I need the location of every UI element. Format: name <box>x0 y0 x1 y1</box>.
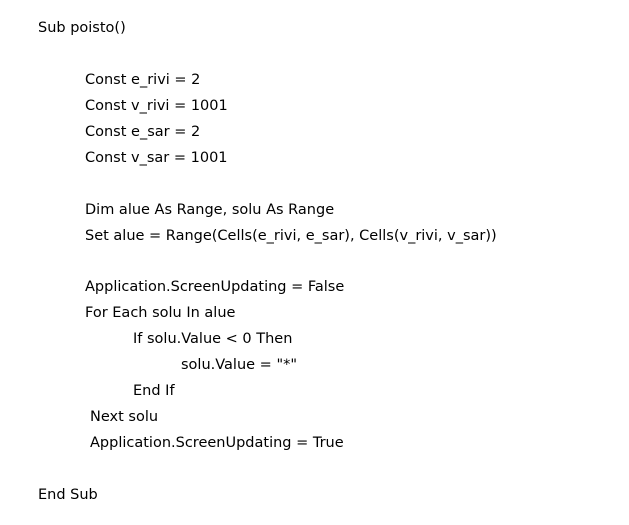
code-line-dim: Dim alue As Range, solu As Range <box>85 202 335 218</box>
code-line-screenupdating-true: Application.ScreenUpdating = True <box>90 435 344 451</box>
code-line-for-each: For Each solu In alue <box>85 305 236 321</box>
code-line-const-v-sar: Const v_sar = 1001 <box>85 150 228 166</box>
code-line-next: Next solu <box>90 409 159 425</box>
code-line-assign-value: solu.Value = "*" <box>181 357 298 373</box>
code-line-if: If solu.Value < 0 Then <box>133 331 293 347</box>
code-line-const-e-rivi: Const e_rivi = 2 <box>85 72 201 88</box>
code-line-screenupdating-false: Application.ScreenUpdating = False <box>85 279 345 295</box>
code-line-end-if: End If <box>133 383 175 399</box>
code-line-const-e-sar: Const e_sar = 2 <box>85 124 201 140</box>
code-line-const-v-rivi: Const v_rivi = 1001 <box>85 98 228 114</box>
code-line-sub-declaration: Sub poisto() <box>38 20 126 36</box>
code-line-end-sub: End Sub <box>38 487 98 503</box>
code-line-set-alue: Set alue = Range(Cells(e_rivi, e_sar), C… <box>85 228 497 244</box>
